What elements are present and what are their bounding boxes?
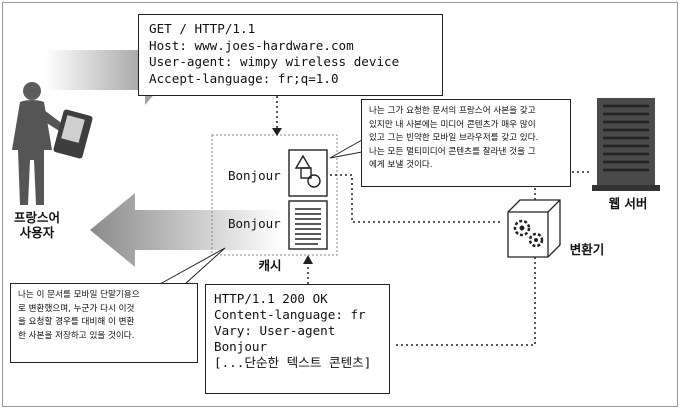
converter-label: 변환기 — [569, 242, 605, 257]
note-top-line: 에게 보낼 것이다. — [369, 160, 433, 170]
request-arrowhead — [272, 128, 282, 136]
response-body-placeholder: [...단순한 텍스트 콘텐츠] — [214, 355, 372, 370]
note-top-line: 있고 그는 빈약한 모바일 브라우저를 갖고 있다. — [369, 133, 539, 143]
request-host-header: Host: www.joes-hardware.com — [149, 37, 354, 53]
bonjour-label-top: Bonjour — [228, 168, 281, 183]
cache-store-note: 나는 이 문서를 모바일 단말기용으 로 변환했으며, 누군가 다시 이것 을 … — [10, 283, 198, 363]
cache-container — [211, 134, 338, 256]
converter-to-response-line — [393, 257, 536, 346]
response-content-language-header: Content-language: fr — [214, 307, 366, 322]
note-top-tail — [329, 139, 363, 159]
client-label-line: 프랑스어 — [13, 210, 60, 225]
note-top-line: 나는 그가 요청한 문서의 프랑스어 사본을 갖고 — [369, 106, 536, 116]
request-user-agent-header: User-agent: wimpy wireless device — [149, 54, 400, 69]
response-message-box: HTTP/1.1 200 OK Content-language: fr Var… — [205, 284, 390, 394]
note-top-line: 있지만 내 사본에는 미디어 콘텐츠가 매우 많이 — [369, 119, 536, 130]
user-figure — [12, 82, 68, 205]
cache-to-converter-line — [330, 174, 500, 223]
web-server-icon — [592, 98, 660, 191]
response-arrow — [90, 193, 282, 267]
note-bottom-line: 나는 이 문서를 모바일 단말기용으 — [18, 290, 140, 300]
bonjour-label-bottom: Bonjour — [228, 216, 281, 231]
note-top-line: 나는 모든 멀티미디어 콘텐츠를 잘라낸 것을 그 — [369, 146, 536, 157]
converter-icon — [507, 199, 561, 258]
response-body-greeting: Bonjour — [214, 339, 268, 354]
pda-device-icon — [53, 109, 93, 159]
text-document-icon — [288, 200, 328, 250]
multimedia-document-icon — [288, 149, 328, 197]
note-bottom-line: 로 변환했으며, 누군가 다시 이것 — [18, 303, 135, 314]
cache-label: 캐시 — [258, 258, 282, 273]
client-label-line: 사용자 — [19, 225, 55, 240]
note-bottom-line: 한 사본을 저장하고 있을 것이다. — [18, 330, 135, 341]
request-line: GET / HTTP/1.1 — [149, 21, 256, 36]
note-bottom-tail — [158, 247, 226, 285]
response-arrowhead — [303, 255, 313, 264]
figure-frame — [2, 2, 678, 407]
web-server-label: 웹 서버 — [608, 196, 648, 211]
response-vary-header: Vary: User-agent — [214, 323, 336, 338]
response-status-line: HTTP/1.1 200 OK — [214, 291, 328, 306]
note-bottom-line: 을 요청할 경우를 대비해 이 변환 — [18, 317, 135, 327]
client-label: 프랑스어 사용자 — [10, 210, 64, 240]
request-message-box: GET / HTTP/1.1 Host: www.joes-hardware.c… — [138, 14, 443, 96]
request-accept-language-header: Accept-language: fr;q=1.0 — [149, 70, 339, 86]
cache-thought-note: 나는 그가 요청한 문서의 프랑스어 사본을 갖고 있지만 내 사본에는 미디어… — [361, 99, 571, 187]
